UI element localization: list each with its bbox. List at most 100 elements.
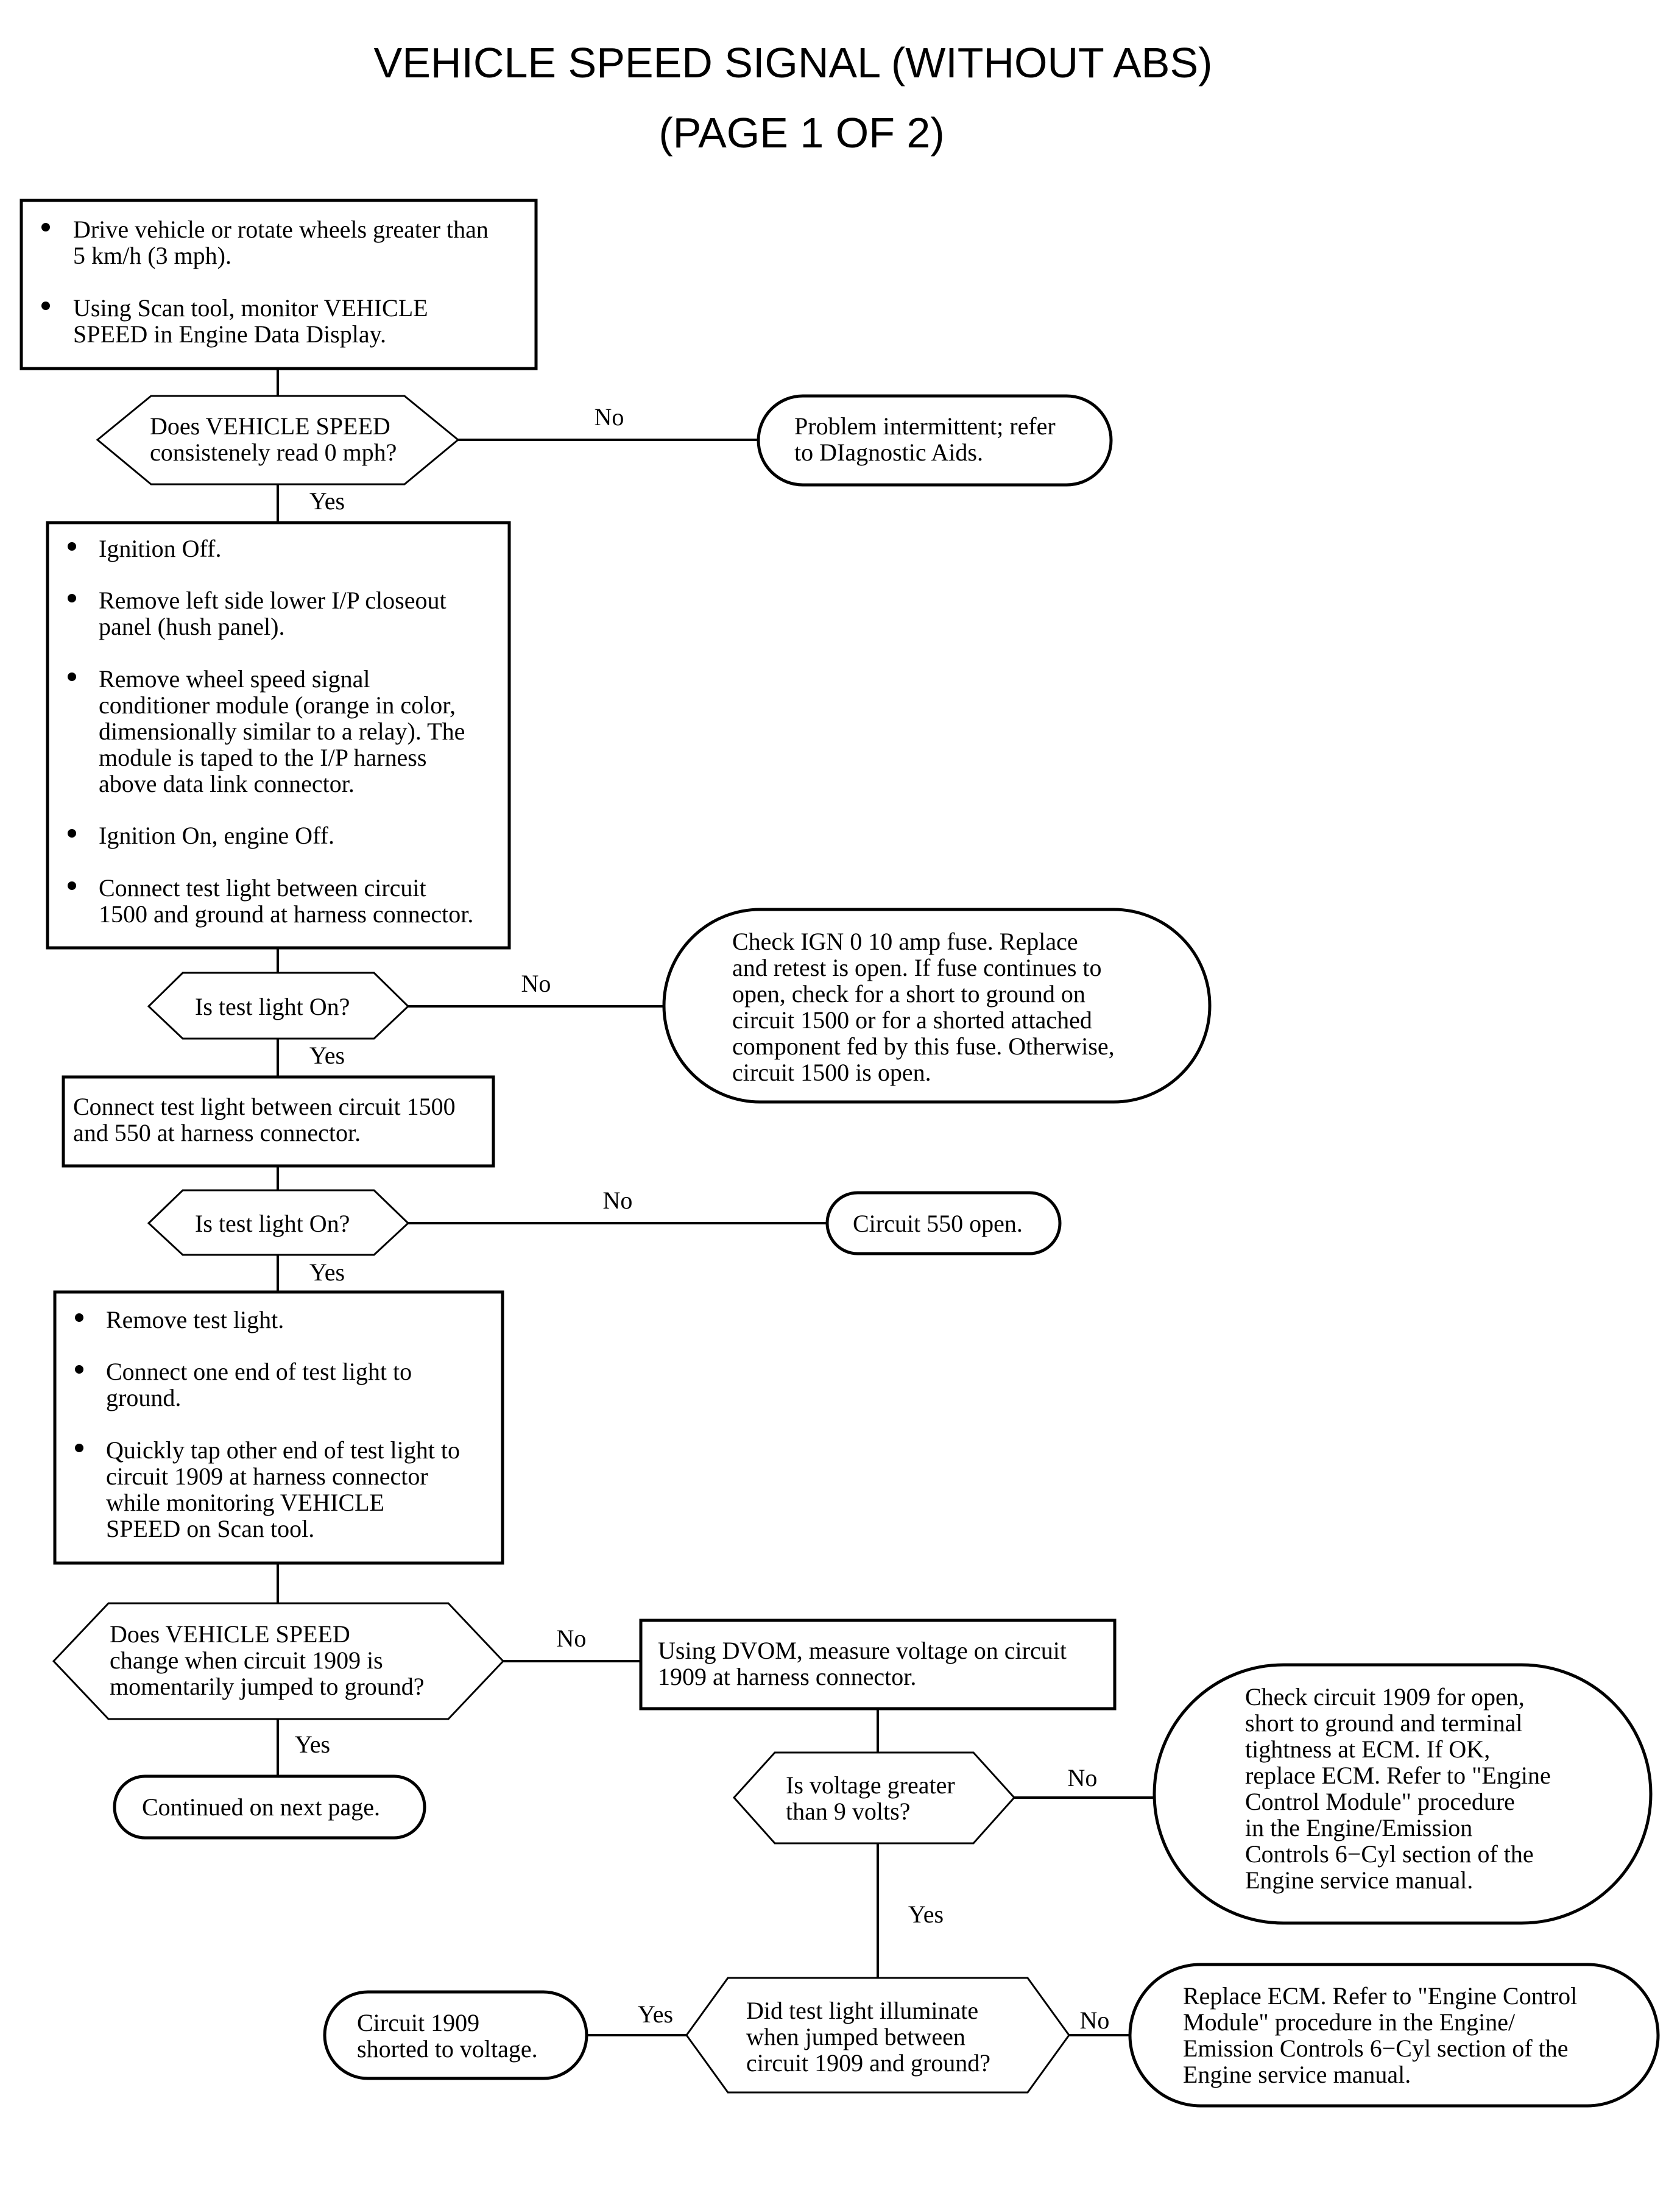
connectors xyxy=(277,369,1154,2036)
outcome-6-line-1: Circuit 1909 xyxy=(357,2009,479,2036)
bullet-icon xyxy=(68,829,76,838)
outcome-5-line-4: replace ECM. Refer to "Engine xyxy=(1245,1762,1551,1789)
decision-1-line-2: consistenely read 0 mph? xyxy=(150,439,397,466)
outcome-7-line-4: Engine service manual. xyxy=(1183,2061,1411,2088)
bullet-icon xyxy=(75,1365,83,1374)
outcome-2-line-1: Check IGN 0 10 amp fuse. Replace xyxy=(732,928,1078,955)
step-1-item-2-line-2: SPEED in Engine Data Display. xyxy=(73,320,386,348)
step-5-line-1: Using DVOM, measure voltage on circuit xyxy=(658,1637,1067,1664)
step-box-4-text: Remove test light. Connect one end of te… xyxy=(106,1306,460,1542)
step-2-item-3-line-3: dimensionally similar to a relay). The xyxy=(99,718,465,745)
step-1-item-2-line-1: Using Scan tool, monitor VEHICLE xyxy=(73,294,428,322)
outcome-2-line-3: open, check for a short to ground on xyxy=(732,980,1085,1008)
outcome-5-line-3: tightness at ECM. If OK, xyxy=(1245,1735,1490,1763)
decision-4-line-3: momentarily jumped to ground? xyxy=(110,1673,425,1700)
outcome-7 xyxy=(1128,1963,1660,2108)
step-box-5 xyxy=(639,1619,1117,1710)
yes-label: Yes xyxy=(295,1731,330,1758)
yes-label: Yes xyxy=(309,487,345,515)
step-box-5-text: Using DVOM, measure voltage on circuit 1… xyxy=(658,1637,1067,1690)
outcome-2-line-6: circuit 1500 is open. xyxy=(732,1059,931,1086)
outcome-6 xyxy=(323,1990,588,2080)
title-line-1: VEHICLE SPEED SIGNAL (WITHOUT ABS) xyxy=(374,39,1213,86)
outcome-1 xyxy=(757,394,1113,487)
step-box-3 xyxy=(62,1075,495,1168)
step-4-item-3-line-1: Quickly tap other end of test light to xyxy=(106,1436,460,1464)
step-2-item-1-line-1: Ignition Off. xyxy=(99,535,221,562)
bullet-icon xyxy=(75,1313,83,1322)
step-4-item-2-line-2: ground. xyxy=(106,1384,181,1411)
no-label: No xyxy=(595,403,624,431)
decision-6 xyxy=(685,1977,1070,2094)
outcome-2 xyxy=(662,908,1212,1104)
decision-5-line-2: than 9 volts? xyxy=(786,1798,910,1825)
outcome-3 xyxy=(825,1191,1062,1255)
outcome-2-text: Check IGN 0 10 amp fuse. Replace and ret… xyxy=(732,928,1115,1086)
step-2-item-3-line-5: above data link connector. xyxy=(99,770,355,797)
step-4-item-3-line-4: SPEED on Scan tool. xyxy=(106,1515,314,1542)
step-3-line-1: Connect test light between circuit 1500 xyxy=(73,1093,456,1120)
outcome-5 xyxy=(1152,1663,1653,1925)
step-2-item-2-line-2: panel (hush panel). xyxy=(99,613,284,640)
decision-6-line-2: when jumped between xyxy=(746,2023,965,2050)
step-2-item-3-line-2: conditioner module (orange in color, xyxy=(99,691,456,719)
step-2-item-5-line-2: 1500 and ground at harness connector. xyxy=(99,900,473,928)
bullet-icon xyxy=(68,881,76,890)
outcome-2-line-5: component fed by this fuse. Otherwise, xyxy=(732,1033,1115,1060)
step-1-item-1-line-2: 5 km/h (3 mph). xyxy=(73,242,231,269)
bullet-icon xyxy=(68,673,76,681)
decision-5-line-1: Is voltage greater xyxy=(786,1771,955,1799)
decision-6-line-1: Did test light illuminate xyxy=(746,1997,978,2024)
decision-1 xyxy=(96,395,460,485)
no-label: No xyxy=(1080,2007,1110,2034)
decision-6-line-3: circuit 1909 and ground? xyxy=(746,2049,990,2077)
outcome-2-line-2: and retest is open. If fuse continues to xyxy=(732,954,1102,981)
bullet-icon xyxy=(75,1444,83,1452)
step-5-line-2: 1909 at harness connector. xyxy=(658,1663,916,1690)
step-box-3-text: Connect test light between circuit 1500 … xyxy=(73,1093,456,1146)
step-4-item-3-line-3: while monitoring VEHICLE xyxy=(106,1489,384,1516)
outcome-3-line-1: Circuit 550 open. xyxy=(853,1210,1023,1237)
decision-3-line-1: Is test light On? xyxy=(195,1210,350,1237)
outcome-1-line-2: to DIagnostic Aids. xyxy=(794,439,983,466)
decision-5 xyxy=(732,1751,1016,1845)
outcome-4 xyxy=(113,1774,426,1840)
outcome-5-line-7: Controls 6−Cyl section of the xyxy=(1245,1840,1534,1868)
bullet-icon xyxy=(68,594,76,602)
decision-2 xyxy=(147,972,410,1040)
step-box-2 xyxy=(46,521,511,950)
title-line-2: (PAGE 1 OF 2) xyxy=(658,109,944,157)
step-box-1-text: Drive vehicle or rotate wheels greater t… xyxy=(73,216,489,348)
outcome-6-line-2: shorted to voltage. xyxy=(357,2035,538,2063)
step-2-item-3-line-4: module is taped to the I/P harness xyxy=(99,744,426,771)
outcome-5-line-5: Control Module" procedure xyxy=(1245,1788,1515,1815)
outcome-5-line-1: Check circuit 1909 for open, xyxy=(1245,1683,1525,1710)
outcome-1-line-1: Problem intermittent; refer xyxy=(794,412,1056,440)
no-label: No xyxy=(1068,1764,1098,1792)
no-label: No xyxy=(557,1625,587,1652)
step-2-item-3-line-1: Remove wheel speed signal xyxy=(99,665,370,693)
branch-labels: No Yes No Yes No Yes No Yes No Yes Yes N… xyxy=(295,403,1110,2034)
outcome-7-line-2: Module" procedure in the Engine/ xyxy=(1183,2008,1516,2036)
outcome-5-line-6: in the Engine/Emission xyxy=(1245,1814,1472,1841)
step-4-item-3-line-2: circuit 1909 at harness connector xyxy=(106,1463,428,1490)
decision-3 xyxy=(147,1189,410,1256)
no-label: No xyxy=(521,970,551,997)
outcome-2-line-4: circuit 1500 or for a shorted attached xyxy=(732,1006,1092,1034)
step-1-item-1-line-1: Drive vehicle or rotate wheels greater t… xyxy=(73,216,489,243)
outcome-4-line-1: Continued on next page. xyxy=(142,1793,380,1821)
outcome-7-line-1: Replace ECM. Refer to "Engine Control xyxy=(1183,1982,1577,2010)
outcome-5-text: Check circuit 1909 for open, short to gr… xyxy=(1245,1683,1551,1894)
bullet-icon xyxy=(41,302,50,310)
step-4-item-2-line-1: Connect one end of test light to xyxy=(106,1358,412,1385)
decision-4-line-1: Does VEHICLE SPEED xyxy=(110,1620,350,1648)
outcome-7-line-3: Emission Controls 6−Cyl section of the xyxy=(1183,2035,1569,2062)
outcome-7-text: Replace ECM. Refer to "Engine Control Mo… xyxy=(1183,1982,1577,2088)
outcome-5-line-8: Engine service manual. xyxy=(1245,1866,1473,1894)
decision-4-line-2: change when circuit 1909 is xyxy=(110,1647,383,1674)
yes-label: Yes xyxy=(309,1042,345,1069)
bullet-icon xyxy=(68,542,76,551)
no-label: No xyxy=(603,1187,633,1214)
step-box-4 xyxy=(53,1290,504,1565)
